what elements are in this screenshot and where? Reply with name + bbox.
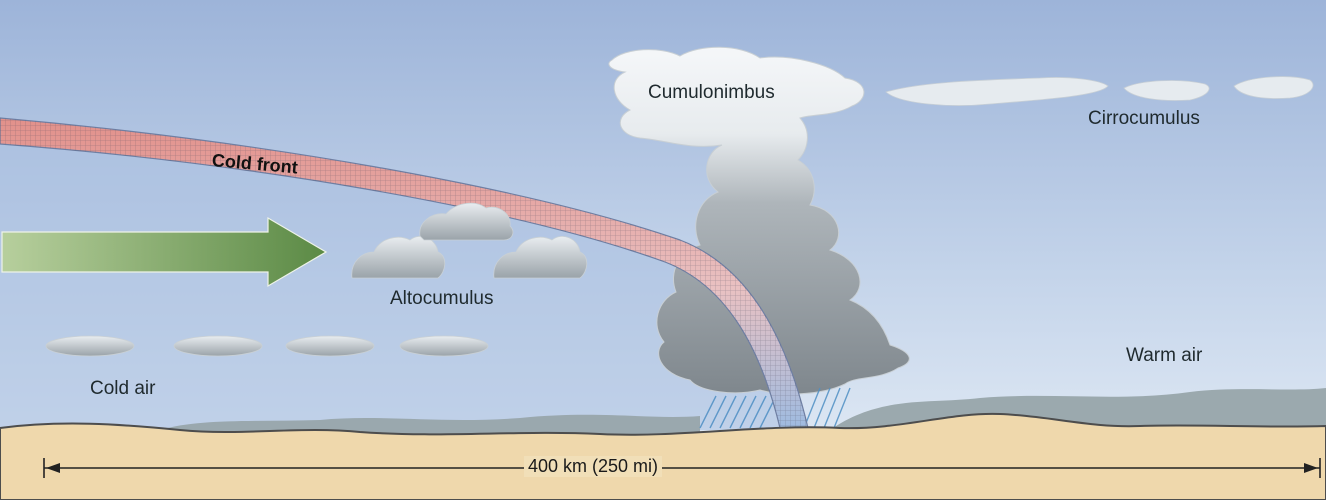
label-warm-air: Warm air xyxy=(1126,345,1203,366)
scale-bar xyxy=(43,458,1321,478)
label-cumulonimbus: Cumulonimbus xyxy=(648,82,775,103)
altocumulus-clouds xyxy=(351,202,588,279)
cold-air-mass xyxy=(0,140,805,430)
ground xyxy=(0,412,1326,500)
low-clouds xyxy=(45,335,489,357)
label-cirrocumulus: Cirrocumulus xyxy=(1088,108,1200,129)
label-cold-air: Cold air xyxy=(90,378,156,399)
label-scale: 400 km (250 mi) xyxy=(524,456,663,477)
cumulonimbus-cloud xyxy=(608,46,910,395)
label-altocumulus: Altocumulus xyxy=(390,288,494,309)
cirrocumulus-clouds xyxy=(885,76,1314,106)
rain-streaks-icon xyxy=(699,387,851,429)
cold-front-grid xyxy=(0,118,808,428)
wind-arrow-icon xyxy=(1,216,328,288)
